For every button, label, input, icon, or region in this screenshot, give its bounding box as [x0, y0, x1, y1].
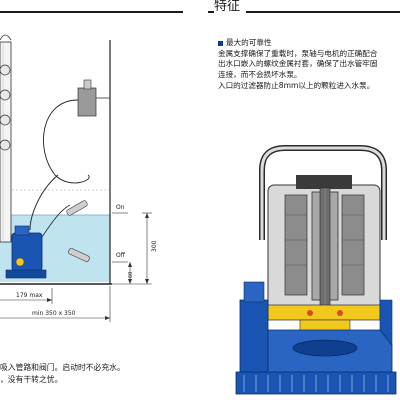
pump-body — [5, 225, 47, 279]
pump-handle — [259, 145, 387, 240]
feature-heading-row: 最大的可靠性 — [218, 38, 400, 49]
top-rule-left — [0, 11, 183, 13]
power-cable — [43, 99, 90, 184]
level-dimensions — [112, 212, 152, 285]
inlet-strainer — [235, 371, 397, 395]
discharge-pipe — [0, 34, 12, 243]
float-switch-upper — [66, 200, 88, 216]
label-dim-60: 60 — [128, 272, 134, 278]
pump-housing — [239, 281, 393, 376]
seal-assembly — [267, 304, 381, 335]
footer-text: 吸入管路和阀门。启动时不必充水。 ，没有干转之忧。 — [0, 362, 190, 386]
label-dim-300: 300 — [151, 240, 158, 252]
label-off: Off — [116, 252, 126, 259]
float-switch-lower — [68, 247, 90, 263]
pump-shaft — [319, 187, 331, 359]
top-rule-right — [208, 11, 400, 13]
motor-windings — [284, 194, 365, 296]
feature-heading: 最大的可靠性 — [226, 38, 272, 47]
feature-line: 出水口嵌入的螺纹金属衬套，确保了出水管牢固 — [218, 59, 378, 69]
rotor — [311, 191, 339, 301]
top-cap — [296, 175, 352, 189]
feature-line: 连接，而不会损坏水泵。 — [218, 70, 302, 80]
label-on: On — [116, 204, 125, 211]
features-block: 最大的可靠性 金属支撑确保了重载时，泵轴与电机的正确配合 出水口嵌入的螺纹金属衬… — [218, 38, 400, 92]
feature-line: 入口的过滤器防止8mm以上的颗粒进入水泵。 — [218, 80, 375, 90]
feature-line: 金属支撑确保了重载时，泵轴与电机的正确配合 — [218, 48, 378, 58]
label-dim-179: 179 max — [16, 292, 43, 299]
installation-diagram: On Off 300 60 179 max min 350 x 350 — [0, 34, 158, 322]
control-box — [77, 79, 110, 117]
footer-line: 吸入管路和阀门。启动时不必充水。 — [0, 363, 125, 372]
square-bullet-icon — [218, 40, 223, 46]
width-dimensions — [0, 286, 111, 322]
motor-casing — [267, 184, 381, 311]
section-title-features: 特征 — [214, 0, 247, 13]
label-dim-min: min 350 x 350 — [32, 310, 76, 317]
footer-line: ，没有干转之忧。 — [0, 375, 63, 384]
